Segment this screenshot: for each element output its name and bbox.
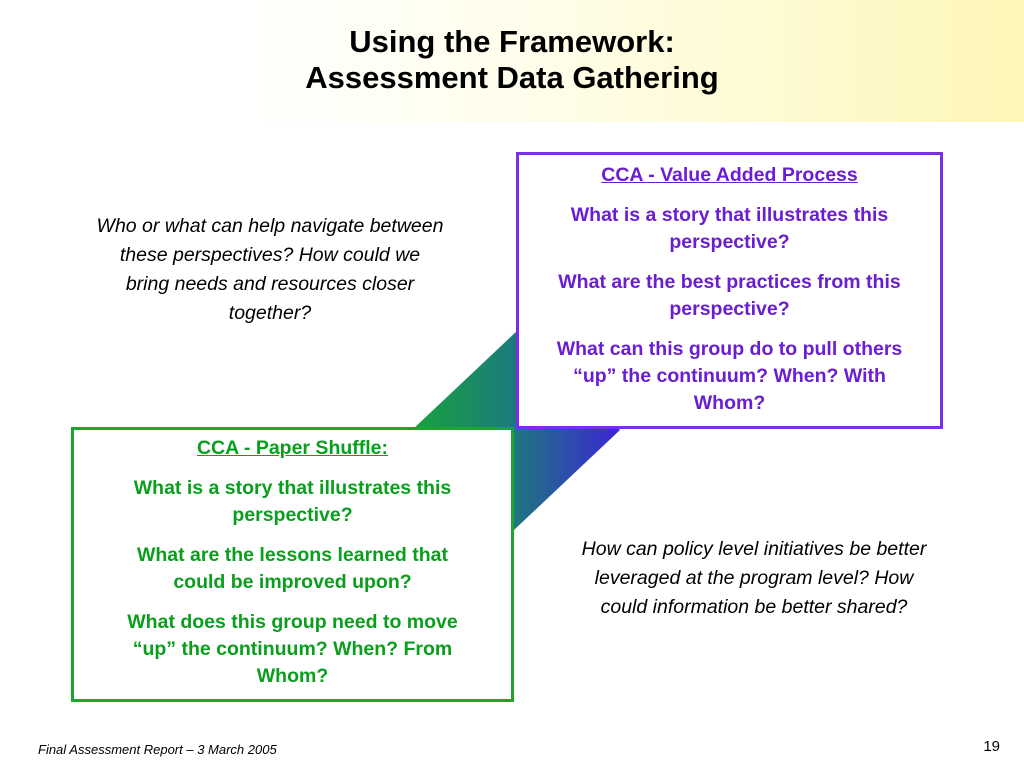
paper-shuffle-item-move-up: What does this group need to move “up” t…	[127, 611, 458, 687]
value-added-process-title: CCA - Value Added Process	[601, 164, 858, 186]
question-navigate: Who or what can help navigate between th…	[96, 215, 444, 324]
question-policy: How can policy level initiatives be bett…	[581, 538, 927, 618]
slide-title: Using the Framework: Assessment Data Gat…	[0, 24, 1024, 96]
footer-report-label: Final Assessment Report – 3 March 2005	[38, 742, 277, 757]
title-line-2: Assessment Data Gathering	[305, 60, 719, 95]
value-added-process-box: CCA - Value Added Process What is a stor…	[516, 152, 943, 429]
paper-shuffle-box: CCA - Paper Shuffle: What is a story tha…	[71, 427, 514, 702]
paper-shuffle-title: CCA - Paper Shuffle:	[196, 437, 389, 459]
value-added-item-pull-up: What can this group do to pull others “u…	[556, 338, 903, 414]
paper-shuffle-item-story: What is a story that illustrates this pe…	[133, 477, 452, 526]
title-line-1: Using the Framework:	[349, 24, 675, 59]
value-added-item-best-practices: What are the best practices from this pe…	[558, 271, 901, 320]
value-added-item-story: What is a story that illustrates this pe…	[570, 204, 889, 253]
header-background	[0, 0, 1024, 122]
paper-shuffle-item-lessons: What are the lessons learned that could …	[136, 544, 448, 593]
page-number: 19	[983, 738, 1000, 755]
